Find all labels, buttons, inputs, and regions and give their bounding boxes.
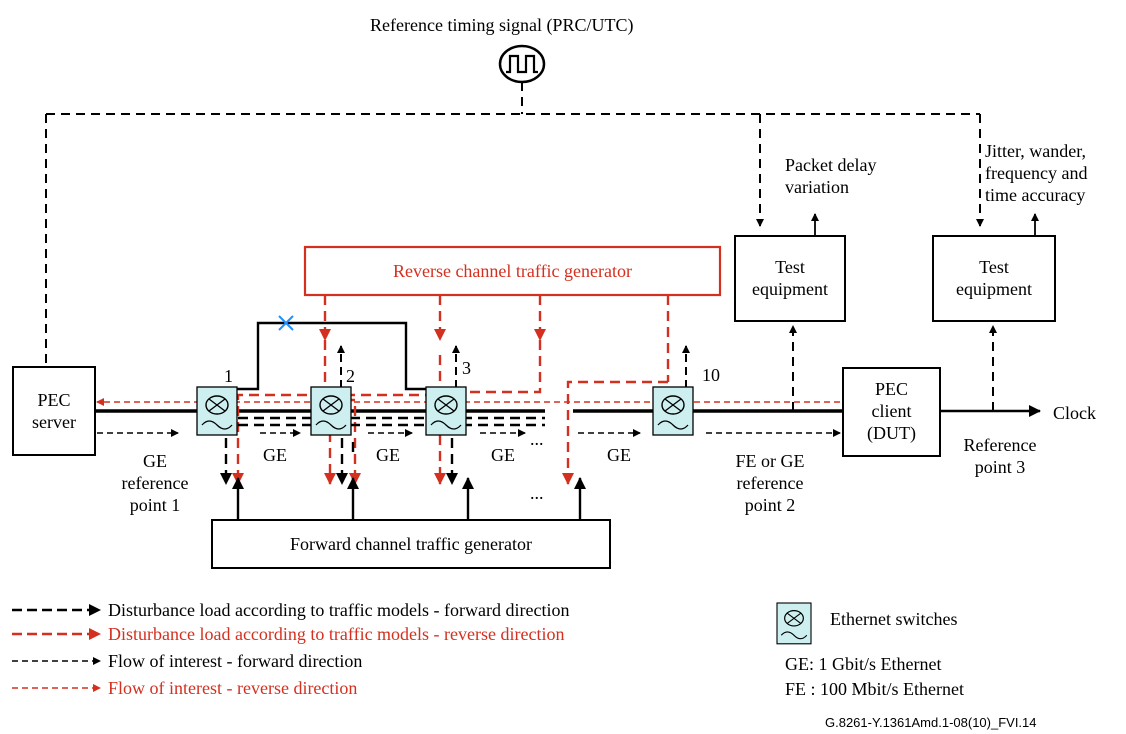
switch-1-icon xyxy=(196,386,238,436)
reference-point-2-label: FE or GE reference point 2 xyxy=(735,451,805,515)
legend-switch-label: Ethernet switches xyxy=(830,609,958,629)
packet-delay-label: Packet delay variation xyxy=(785,155,877,197)
cut-mark-icon xyxy=(278,315,294,331)
switch-number-3: 3 xyxy=(462,358,471,378)
link-label-ge-1: GE xyxy=(263,445,287,465)
forward-generator-label: Forward channel traffic generator xyxy=(289,534,533,554)
switch-number-10: 10 xyxy=(702,365,720,385)
switch-upward-outputs xyxy=(337,345,690,388)
switch-10-icon xyxy=(652,386,694,436)
switch-2-icon xyxy=(310,386,352,436)
clock-label: Clock xyxy=(1053,403,1096,423)
test-equipment-1-box xyxy=(734,235,846,322)
jitter-label: Jitter, wander, frequency and time accur… xyxy=(985,141,1088,205)
ellipsis-bottom: ... xyxy=(530,483,544,503)
test-equipment-2-box xyxy=(932,235,1056,322)
legend-fe-definition: FE : 100 Mbit/s Ethernet xyxy=(785,679,964,699)
legend-ge-definition: GE: 1 Gbit/s Ethernet xyxy=(785,654,942,674)
test-equipment-1-label: Test equipment xyxy=(752,257,828,299)
timing-distribution-lines xyxy=(45,82,984,367)
pec-server-box xyxy=(12,366,96,456)
link-label-ge-2: GE xyxy=(376,445,400,465)
legend-forward-disturbance: Disturbance load according to traffic mo… xyxy=(108,600,570,620)
switch-number-2: 2 xyxy=(346,366,355,386)
legend-forward-flow: Flow of interest - forward direction xyxy=(108,651,363,671)
reference-point-3-label: Reference point 3 xyxy=(963,435,1037,477)
bypass-link xyxy=(237,321,428,391)
figure-id: G.8261-Y.1361Amd.1-08(10)_FVI.14 xyxy=(825,715,1037,730)
link-label-ge-3: GE xyxy=(491,445,515,465)
pec-client-box xyxy=(842,367,941,457)
switch-number-1: 1 xyxy=(224,366,233,386)
switch-3-icon xyxy=(425,386,467,436)
legend-switch-icon xyxy=(776,602,812,645)
pec-client-label: PEC client (DUT) xyxy=(867,379,916,443)
legend-lines xyxy=(12,604,101,692)
forward-generator-box xyxy=(211,519,611,569)
reverse-generator-label: Reverse channel traffic generator xyxy=(392,261,633,281)
forward-disturbance-load xyxy=(220,416,545,485)
reference-point-1-label: GE reference point 1 xyxy=(121,451,189,515)
reference-clock-icon xyxy=(498,44,546,84)
pec-server-label: PEC server xyxy=(32,390,76,432)
legend-reverse-disturbance: Disturbance load according to traffic mo… xyxy=(108,624,565,644)
link-label-ge-4: GE xyxy=(607,445,631,465)
legend-reverse-flow: Flow of interest - reverse direction xyxy=(108,678,358,698)
reverse-generator-box xyxy=(303,245,722,297)
test-equipment-2-label: Test equipment xyxy=(956,257,1032,299)
forward-generator-feeds xyxy=(232,477,586,520)
ellipsis-top: ... xyxy=(530,429,544,449)
diagram-title: Reference timing signal (PRC/UTC) xyxy=(370,15,634,35)
